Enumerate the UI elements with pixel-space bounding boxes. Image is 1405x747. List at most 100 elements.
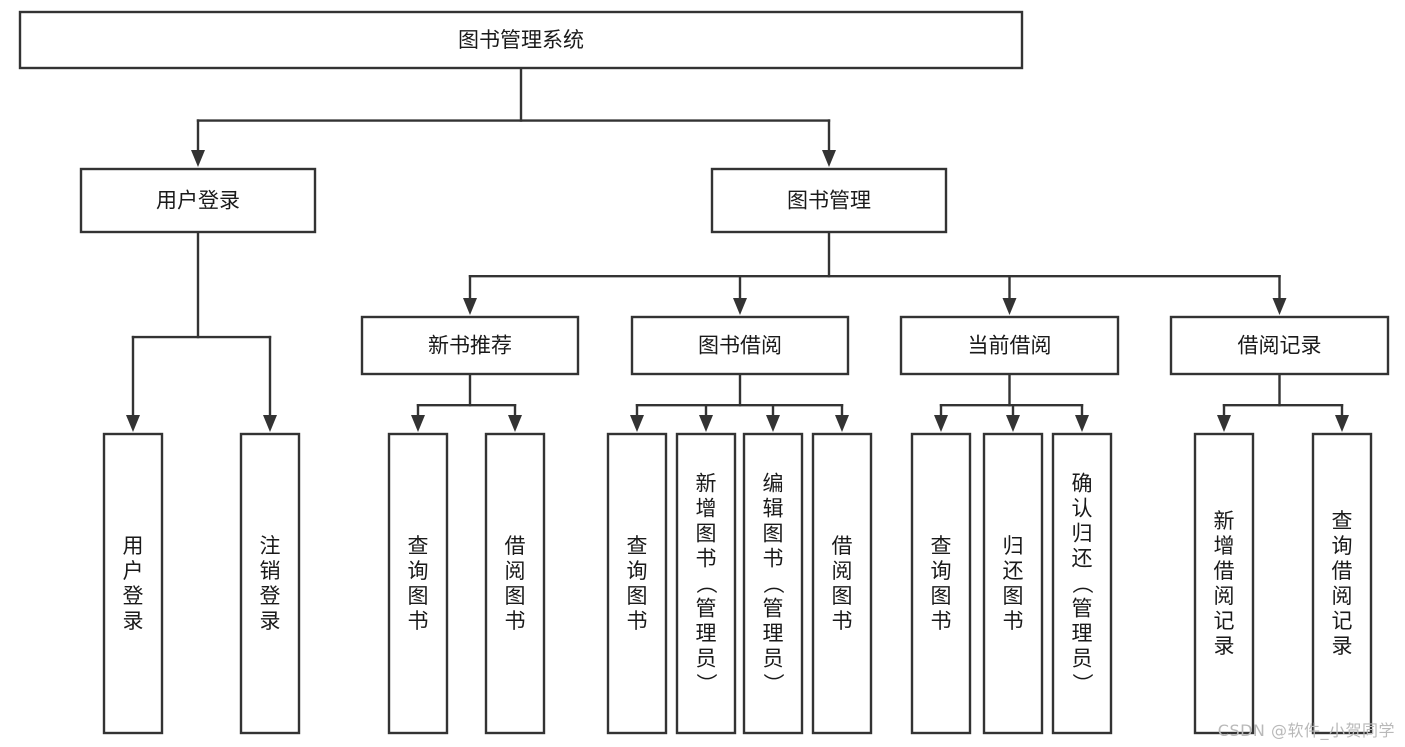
- node-label-char: 登: [123, 584, 144, 608]
- node-label-char: 借: [1332, 559, 1353, 583]
- connectors-layer: [126, 66, 1349, 432]
- node-level3[interactable]: 借阅记录: [1169, 315, 1390, 376]
- node-label-char: 还: [1003, 559, 1024, 583]
- arrow-head-icon: [733, 298, 747, 315]
- node-label-char: 记: [1332, 609, 1353, 633]
- arrow-head-icon: [766, 415, 780, 432]
- node-box[interactable]: [360, 315, 580, 376]
- node-box[interactable]: [1051, 432, 1113, 735]
- node-label-char: 图: [931, 584, 952, 608]
- node-box[interactable]: [18, 10, 1024, 70]
- arrow-head-icon: [1272, 298, 1287, 315]
- node-label-char: 查: [408, 534, 429, 558]
- node-box[interactable]: [910, 432, 972, 735]
- arrow-head-icon: [411, 415, 425, 432]
- node-box[interactable]: [899, 315, 1120, 376]
- node-box[interactable]: [1193, 432, 1255, 735]
- node-box[interactable]: [102, 432, 164, 735]
- node-label-char: 图: [627, 584, 648, 608]
- node-level2[interactable]: 图书管理: [710, 167, 948, 234]
- node-level3[interactable]: 图书借阅: [630, 315, 850, 376]
- arrow-head-icon: [126, 415, 140, 432]
- node-label-char: 录: [1332, 634, 1353, 658]
- arrow-head-icon: [934, 415, 948, 432]
- node-root[interactable]: 图书管理系统: [18, 10, 1024, 70]
- node-box[interactable]: [1169, 315, 1390, 376]
- node-box[interactable]: [484, 432, 546, 735]
- node-box[interactable]: [79, 167, 317, 234]
- node-label-char: 书: [408, 609, 429, 633]
- node-label-char: 阅: [505, 559, 526, 583]
- node-label-char: 书: [763, 547, 784, 571]
- node-box[interactable]: [239, 432, 301, 735]
- node-box[interactable]: [675, 432, 737, 735]
- node-label-char: 管: [1072, 597, 1093, 621]
- arrow-head-icon: [1006, 415, 1020, 432]
- node-label-char: 图: [696, 522, 717, 546]
- node-level3[interactable]: 新书推荐: [360, 315, 580, 376]
- node-label: 当前借阅: [968, 334, 1052, 358]
- node-level2[interactable]: 用户登录: [79, 167, 317, 234]
- arrow-head-icon: [699, 415, 713, 432]
- node-box[interactable]: [1311, 432, 1373, 735]
- node-label-char: 阅: [1332, 584, 1353, 608]
- node-label-char: 询: [931, 559, 952, 583]
- node-label-char: 书: [627, 609, 648, 633]
- node-box[interactable]: [710, 167, 948, 234]
- node-level3[interactable]: 当前借阅: [899, 315, 1120, 376]
- node-leaf[interactable]: 用户登录: [102, 432, 164, 735]
- node-box[interactable]: [606, 432, 668, 735]
- node-label-char: 员: [1072, 647, 1093, 671]
- node-label-char: 查: [931, 534, 952, 558]
- connector-bookborrow-to-leaves: [630, 372, 849, 432]
- watermark-text: CSDN @软件_小贺同学: [1217, 721, 1395, 740]
- node-box[interactable]: [387, 432, 449, 735]
- node-label: 借阅记录: [1238, 334, 1322, 358]
- node-label: 图书管理系统: [458, 28, 584, 52]
- node-label-char: 管: [696, 597, 717, 621]
- node-box[interactable]: [811, 432, 873, 735]
- arrow-head-icon: [263, 415, 277, 432]
- node-label-char: 阅: [1214, 584, 1235, 608]
- node-label-char: 录: [260, 609, 281, 633]
- node-label-char: 询: [627, 559, 648, 583]
- node-box[interactable]: [982, 432, 1044, 735]
- connector-currentborrow-to-leaves: [934, 372, 1089, 432]
- node-box[interactable]: [742, 432, 804, 735]
- node-label-char: 员: [696, 647, 717, 671]
- node-label-char: 理: [696, 622, 717, 646]
- node-label-char: 登: [260, 584, 281, 608]
- node-label-char: 录: [1214, 634, 1235, 658]
- connector-newbook-to-leaves: [411, 372, 522, 432]
- node-label-char: ）: [694, 673, 718, 694]
- node-label-char: 编: [763, 472, 784, 496]
- node-label-char: 新: [696, 472, 717, 496]
- node-label-char: 借: [1214, 559, 1235, 583]
- node-label-char: 确: [1072, 472, 1093, 496]
- node-label-char: 理: [1072, 622, 1093, 646]
- node-label-char: （: [694, 573, 718, 594]
- arrow-head-icon: [1002, 298, 1017, 315]
- node-label-char: 用: [123, 534, 144, 558]
- arrow-head-icon: [1335, 415, 1349, 432]
- node-label-char: 辑: [763, 497, 784, 521]
- arrow-head-icon: [191, 150, 205, 167]
- node-label-char: 书: [832, 609, 853, 633]
- connector-borrowrecord-to-leaves: [1217, 372, 1349, 432]
- node-box[interactable]: [630, 315, 850, 376]
- connector-bookmanage-to-level3: [463, 230, 1287, 315]
- node-label-char: 增: [696, 497, 717, 521]
